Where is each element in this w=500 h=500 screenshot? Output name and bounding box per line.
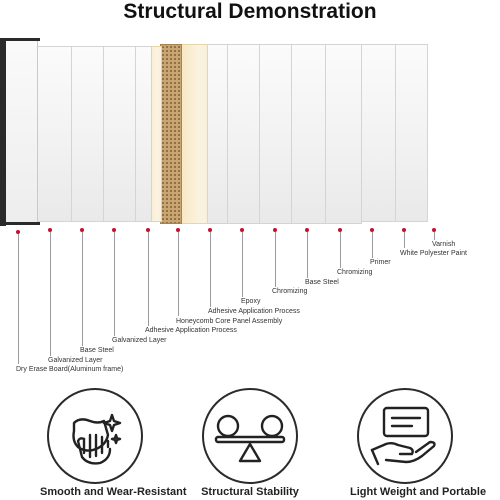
marker-dot bbox=[146, 228, 150, 232]
feature-label: Structural Stability bbox=[201, 486, 299, 498]
feature-stability: Structural Stability bbox=[195, 388, 305, 498]
balance-seesaw-icon bbox=[214, 414, 286, 463]
layer-label: Honeycomb Core Panel Assembly bbox=[176, 318, 283, 325]
layer-panel-dry-erase bbox=[34, 46, 72, 222]
marker-dot bbox=[402, 228, 406, 232]
frame-edge bbox=[0, 38, 6, 226]
leader-line bbox=[242, 232, 243, 297]
hand-holding-board-icon bbox=[370, 406, 436, 466]
leader-line bbox=[210, 232, 211, 307]
layer-label: Varnish bbox=[432, 241, 456, 248]
feature-label: Light Weight and Portable bbox=[350, 486, 487, 498]
feature-circle bbox=[202, 388, 298, 484]
marker-dot bbox=[112, 228, 116, 232]
frame-top-edge bbox=[0, 38, 40, 41]
layer-label: Base Steel bbox=[80, 347, 114, 354]
leader-line bbox=[307, 232, 308, 278]
layer-panel-chromizing-2 bbox=[288, 44, 326, 224]
feature-circle bbox=[357, 388, 453, 484]
layer-label: Galvanized Layer bbox=[48, 357, 103, 364]
leader-line bbox=[434, 232, 435, 240]
frame-bottom-edge bbox=[0, 222, 40, 225]
layer-label: Primer bbox=[370, 259, 391, 266]
marker-dot bbox=[432, 228, 436, 232]
leader-line bbox=[178, 232, 179, 316]
leader-line bbox=[50, 232, 51, 356]
layer-panel-primer bbox=[322, 44, 362, 224]
feature-label: Smooth and Wear-Resistant bbox=[40, 486, 187, 498]
leader-line bbox=[275, 232, 276, 287]
leader-line bbox=[404, 232, 405, 248]
layer-panel-varnish bbox=[392, 44, 428, 222]
layer-label: Chromizing bbox=[337, 269, 373, 276]
marker-dot bbox=[16, 230, 20, 234]
layer-label: Epoxy bbox=[241, 298, 261, 305]
layer-label: Adhesive Application Process bbox=[208, 308, 300, 315]
layer-label: Adhesive Application Process bbox=[145, 327, 237, 334]
marker-dot bbox=[240, 228, 244, 232]
marker-dot bbox=[273, 228, 277, 232]
marker-dot bbox=[370, 228, 374, 232]
layer-label: Chromizing bbox=[272, 288, 308, 295]
marker-dot bbox=[338, 228, 342, 232]
leader-line bbox=[372, 232, 373, 258]
layer-panel-white-polyester-paint bbox=[360, 44, 396, 222]
feature-circle bbox=[47, 388, 143, 484]
leader-line bbox=[82, 232, 83, 346]
layer-panel-adhesive-2 bbox=[180, 44, 208, 224]
layer-label: Galvanized Layer bbox=[112, 337, 167, 344]
marker-dot bbox=[80, 228, 84, 232]
feature-portable: Light Weight and Portable bbox=[350, 388, 487, 498]
leader-line bbox=[18, 234, 19, 364]
leader-line bbox=[340, 232, 341, 268]
leader-line bbox=[114, 232, 115, 336]
hand-wipe-sparkle-icon bbox=[72, 413, 122, 465]
marker-dot bbox=[208, 228, 212, 232]
marker-dot bbox=[305, 228, 309, 232]
layer-panel-base-steel-2 bbox=[256, 44, 292, 224]
marker-dot bbox=[176, 228, 180, 232]
feature-smooth: Smooth and Wear-Resistant bbox=[40, 388, 187, 498]
layer-stack-diagram bbox=[0, 0, 500, 240]
marker-dot bbox=[48, 228, 52, 232]
leader-line bbox=[148, 232, 149, 326]
layer-label: Dry Erase Board(Aluminum frame) bbox=[16, 366, 124, 373]
page-title: Structural Demonstration bbox=[123, 0, 377, 23]
layer-panel-aluminum-frame bbox=[2, 40, 38, 224]
layer-label: White Polyester Paint bbox=[400, 250, 467, 257]
layer-panel-chromizing bbox=[224, 44, 260, 224]
layer-label: Base Steel bbox=[305, 279, 339, 286]
layer-panel-honeycomb-core bbox=[160, 44, 182, 224]
